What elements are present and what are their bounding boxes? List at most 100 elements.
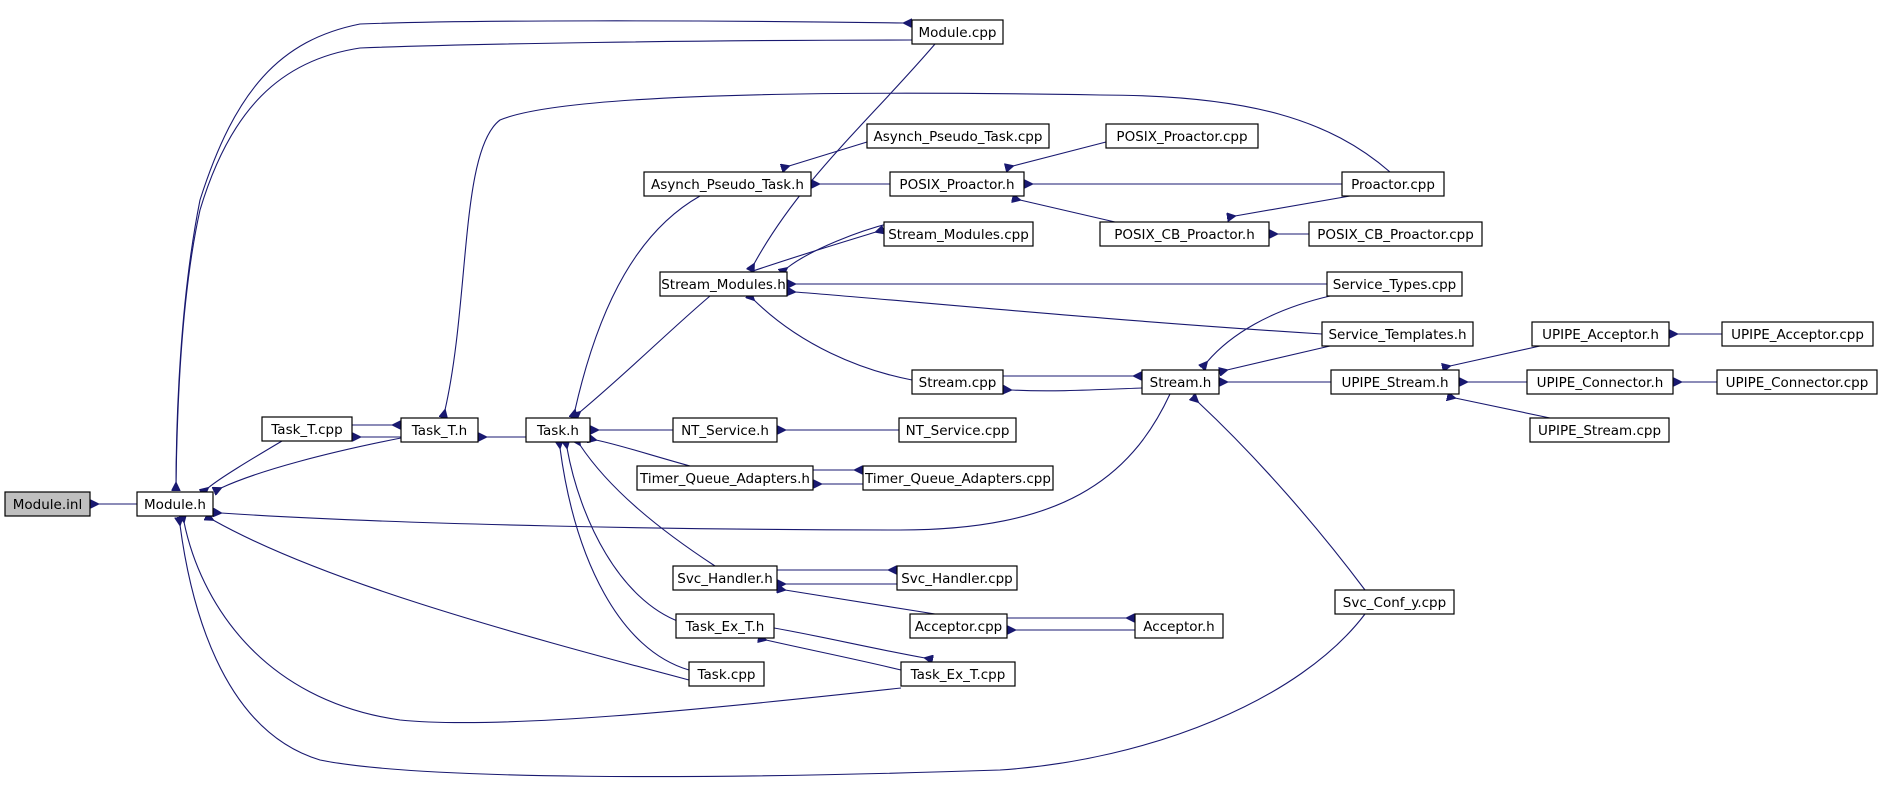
node-box <box>911 369 1004 395</box>
node-label: Svc_Conf_y.cpp <box>1343 595 1446 611</box>
node-box <box>4 491 91 517</box>
node-box <box>900 661 1016 687</box>
node-task-t-cpp[interactable]: Task_T.cpp <box>261 416 353 442</box>
node-label: Stream.cpp <box>919 375 997 391</box>
node-upipe-connector-h[interactable]: UPIPE_Connector.h <box>1526 369 1674 395</box>
edge-module_h-to-module_cpp <box>175 21 904 491</box>
edge-stream_cpp-to-stream_modules_h <box>754 300 913 381</box>
edge-proactor_cpp-to-posix_cb_proactor_h <box>1235 195 1351 216</box>
node-stream-modules-h[interactable]: Stream_Modules.h <box>659 271 788 297</box>
edge-stream_modules_h-to-task_h <box>580 295 711 412</box>
node-box <box>862 465 1054 491</box>
node-asynch-pseudo-task-h[interactable]: Asynch_Pseudo_Task.h <box>643 171 812 197</box>
node-label: Timer_Queue_Adapters.cpp <box>864 471 1051 487</box>
node-svc-handler-h[interactable]: Svc_Handler.h <box>672 565 778 591</box>
node-upipe-acceptor-cpp[interactable]: UPIPE_Acceptor.cpp <box>1721 321 1874 347</box>
edge-timer_queue_adapters_h-to-task_h <box>596 440 691 467</box>
node-label: Module.inl <box>13 497 82 513</box>
node-label: UPIPE_Connector.h <box>1537 375 1664 391</box>
edge-stream_h-to-stream_cpp <box>1011 388 1143 391</box>
node-stream-h[interactable]: Stream.h <box>1141 369 1220 395</box>
node-label: UPIPE_Acceptor.cpp <box>1731 327 1864 343</box>
node-box <box>1105 123 1259 149</box>
node-box <box>889 171 1025 197</box>
node-service-types-cpp[interactable]: Service_Types.cpp <box>1326 271 1463 297</box>
edge-task_ex_t_cpp-to-module_h <box>184 522 902 724</box>
node-label: Asynch_Pseudo_Task.cpp <box>874 129 1043 145</box>
node-box <box>1134 613 1224 639</box>
node-box <box>1529 417 1670 443</box>
node-acceptor-cpp[interactable]: Acceptor.cpp <box>909 613 1008 639</box>
node-box <box>659 271 788 297</box>
node-upipe-acceptor-h[interactable]: UPIPE_Acceptor.h <box>1531 321 1670 347</box>
node-box <box>636 465 814 491</box>
edge-proactor_cpp-to-task_t_h <box>445 92 1391 410</box>
node-box <box>866 123 1050 149</box>
node-box <box>136 491 214 517</box>
node-label: Svc_Handler.h <box>677 571 773 587</box>
node-label: Task.h <box>536 423 579 439</box>
node-box <box>898 417 1017 443</box>
node-label: NT_Service.cpp <box>906 423 1010 439</box>
node-label: Task_T.h <box>411 423 467 439</box>
node-posix-cb-proactor-h[interactable]: POSIX_CB_Proactor.h <box>1099 221 1270 247</box>
node-task-ex-t-h[interactable]: Task_Ex_T.h <box>675 613 775 639</box>
edge-svc_conf_y_cpp-to-stream_h <box>1198 402 1366 591</box>
node-asynch-pseudo-task-cpp[interactable]: Asynch_Pseudo_Task.cpp <box>866 123 1050 149</box>
node-label: Service_Templates.h <box>1328 327 1466 343</box>
node-label: Task_T.cpp <box>270 422 342 438</box>
node-box <box>1334 589 1455 615</box>
edge-service_templates_h-to-stream_modules_h <box>795 292 1323 335</box>
node-label: Service_Types.cpp <box>1333 277 1457 293</box>
node-label: Module.cpp <box>919 25 997 41</box>
node-label: Acceptor.h <box>1143 619 1214 635</box>
node-nt-service-h[interactable]: NT_Service.h <box>672 417 778 443</box>
node-label: NT_Service.h <box>681 423 769 439</box>
node-label: Stream_Modules.h <box>661 277 786 293</box>
node-posix-cb-proactor-cpp[interactable]: POSIX_CB_Proactor.cpp <box>1308 221 1483 247</box>
node-task-cpp[interactable]: Task.cpp <box>688 661 765 687</box>
edge-svc_handler_h-to-task_h <box>580 445 716 567</box>
edge-task_t_cpp-to-module_h <box>208 440 283 488</box>
node-label: Task_Ex_T.h <box>685 619 765 635</box>
edges <box>98 21 1722 778</box>
node-label: UPIPE_Connector.cpp <box>1726 375 1869 391</box>
edge-stream_modules_h-to-stream_modules_cpp <box>749 232 876 273</box>
node-upipe-stream-h[interactable]: UPIPE_Stream.h <box>1330 369 1460 395</box>
node-timer-queue-adapters-h[interactable]: Timer_Queue_Adapters.h <box>636 465 814 491</box>
node-posix-proactor-cpp[interactable]: POSIX_Proactor.cpp <box>1105 123 1259 149</box>
node-box <box>1341 171 1445 197</box>
node-label: Stream.h <box>1150 375 1212 391</box>
node-box <box>643 171 812 197</box>
node-module-cpp[interactable]: Module.cpp <box>911 19 1004 45</box>
node-posix-proactor-h[interactable]: POSIX_Proactor.h <box>889 171 1025 197</box>
node-service-templates-h[interactable]: Service_Templates.h <box>1321 321 1474 347</box>
node-module-h[interactable]: Module.h <box>136 491 214 517</box>
node-acceptor-h[interactable]: Acceptor.h <box>1134 613 1224 639</box>
node-upipe-connector-cpp[interactable]: UPIPE_Connector.cpp <box>1716 369 1878 395</box>
node-box <box>675 613 775 639</box>
node-label: Svc_Handler.cpp <box>901 571 1013 587</box>
node-task-t-h[interactable]: Task_T.h <box>400 417 479 443</box>
edge-posix_cb_proactor_h-to-posix_proactor_h <box>1020 200 1116 223</box>
node-task-ex-t-cpp[interactable]: Task_Ex_T.cpp <box>900 661 1016 687</box>
node-task-h[interactable]: Task.h <box>525 417 591 443</box>
node-label: Acceptor.cpp <box>915 619 1002 635</box>
edge-asynch_pseudo_task_h-to-task_h <box>575 195 701 410</box>
node-timer-queue-adapters-cpp[interactable]: Timer_Queue_Adapters.cpp <box>862 465 1054 491</box>
node-box <box>688 661 765 687</box>
node-stream-modules-cpp[interactable]: Stream_Modules.cpp <box>883 221 1034 247</box>
node-module-inl[interactable]: Module.inl <box>4 491 91 517</box>
node-upipe-stream-cpp[interactable]: UPIPE_Stream.cpp <box>1529 417 1670 443</box>
node-svc-handler-cpp[interactable]: Svc_Handler.cpp <box>896 565 1018 591</box>
node-label: UPIPE_Stream.h <box>1341 375 1448 391</box>
node-stream-cpp[interactable]: Stream.cpp <box>911 369 1004 395</box>
node-nt-service-cpp[interactable]: NT_Service.cpp <box>898 417 1017 443</box>
node-box <box>1099 221 1270 247</box>
node-proactor-cpp[interactable]: Proactor.cpp <box>1341 171 1445 197</box>
node-svc-conf-y-cpp[interactable]: Svc_Conf_y.cpp <box>1334 589 1455 615</box>
node-box <box>672 565 778 591</box>
node-label: POSIX_Proactor.h <box>899 177 1014 193</box>
